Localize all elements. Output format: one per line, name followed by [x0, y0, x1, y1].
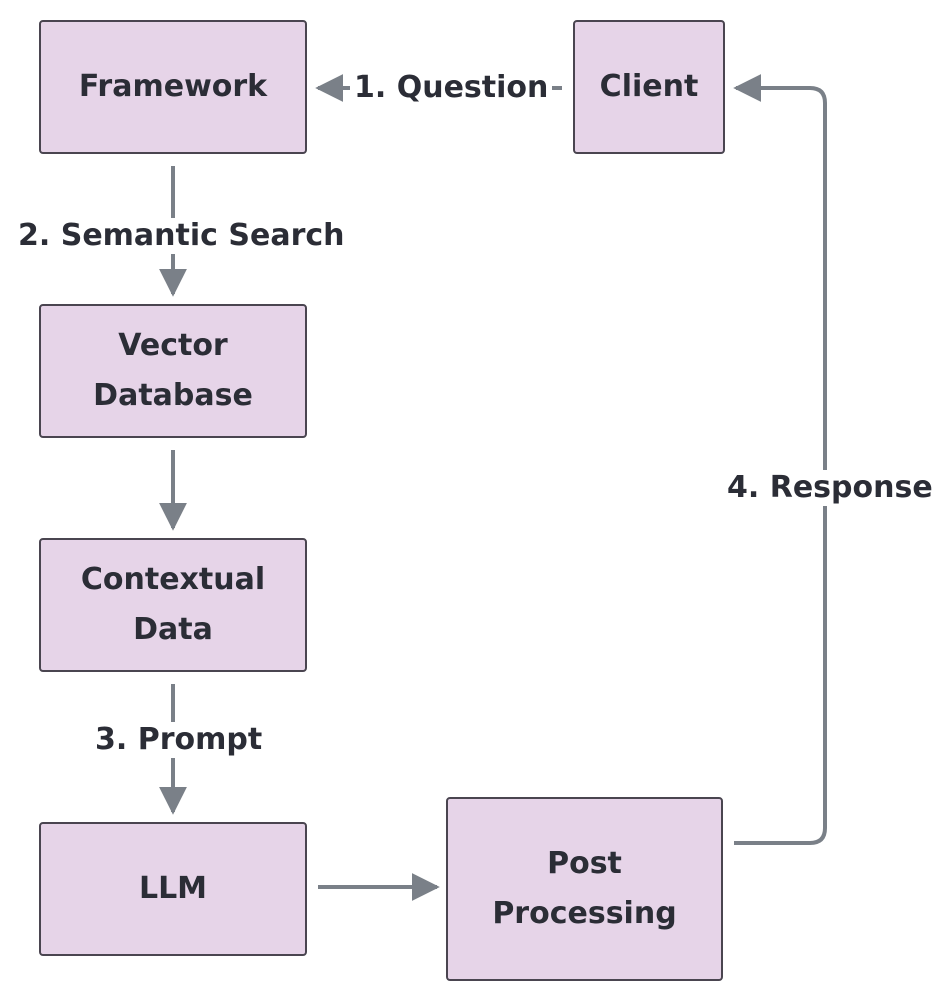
- llm-label: LLM: [138, 871, 208, 906]
- post-processing-node: Post Processing: [446, 797, 723, 981]
- response-edge-label: 4. Response: [723, 470, 937, 506]
- post-processing-label: Post Processing: [492, 846, 677, 931]
- edge-response: [733, 74, 827, 845]
- framework-label: Framework: [78, 69, 268, 104]
- vector-database-label: Vector Database: [93, 328, 253, 413]
- semantic-search-edge-label: 2. Semantic Search: [14, 218, 349, 254]
- question-edge-label: 1. Question: [350, 70, 553, 106]
- vector-database-node: Vector Database: [39, 304, 307, 438]
- client-label: Client: [599, 69, 699, 104]
- prompt-edge-label: 3. Prompt: [91, 722, 267, 758]
- contextual-data-label: Contextual Data: [80, 562, 266, 647]
- contextual-data-node: Contextual Data: [39, 538, 307, 672]
- llm-node: LLM: [39, 822, 307, 956]
- client-node: Client: [573, 20, 725, 154]
- framework-node: Framework: [39, 20, 307, 154]
